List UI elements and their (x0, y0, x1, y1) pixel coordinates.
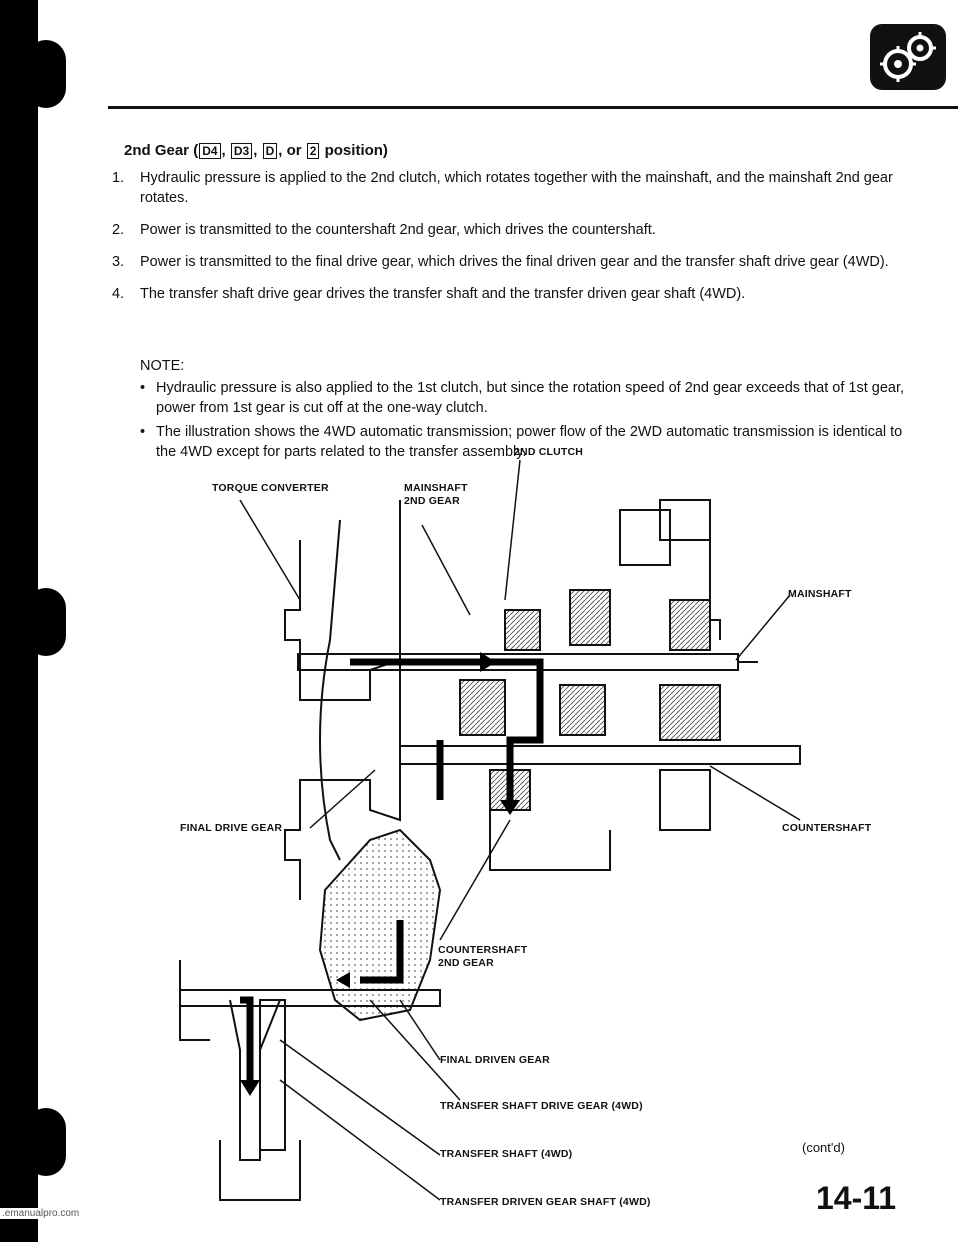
page-number: 14-11 (816, 1180, 897, 1216)
transmission-section-icon (870, 24, 946, 90)
final-driven-gear-label: FINAL DRIVEN GEAR (440, 1054, 550, 1066)
header-rule (108, 106, 958, 109)
step-item: 2.Power is transmitted to the countersha… (112, 222, 656, 238)
2nd-clutch-label: 2ND CLUTCH (514, 446, 584, 458)
transfer-driven-gear-shaft-label: TRANSFER DRIVEN GEAR SHAFT (4WD) (440, 1196, 651, 1208)
position-d-badge: D (262, 143, 278, 159)
mainshaft-2nd-gear-label-line1: MAINSHAFT (404, 482, 468, 494)
transfer-shaft-drive-gear-label: TRANSFER SHAFT DRIVE GEAR (4WD) (440, 1100, 643, 1112)
mainshaft-2nd-gear-label-line2: 2ND GEAR (404, 495, 460, 507)
position-2-badge: 2 (306, 143, 320, 159)
step-item: 4.The transfer shaft drive gear drives t… (112, 286, 746, 302)
note-item: Hydraulic pressure is also applied to th… (140, 378, 910, 418)
continued-label: (cont'd) (802, 1140, 845, 1155)
power-flow-arrows (240, 658, 544, 1080)
steps-list: 1.Hydraulic pressure is applied to the 2… (112, 168, 907, 316)
binder-hole (26, 588, 66, 656)
heading-or: or (286, 142, 302, 159)
step-item: 3.Power is transmitted to the final driv… (112, 254, 889, 270)
leader-lines (239, 459, 801, 1201)
torque-converter-label: TORQUE CONVERTER (212, 482, 329, 494)
final-drive-gear-label: FINAL DRIVE GEAR (180, 822, 283, 834)
binder-hole (26, 40, 66, 108)
note-item: The illustration shows the 4WD automatic… (140, 422, 910, 462)
final-drive-shape (318, 828, 442, 1022)
countershaft-2nd-gear-label-line2: 2ND GEAR (438, 957, 494, 969)
mainshaft-label: MAINSHAFT (788, 588, 852, 600)
binder-hole (26, 1108, 66, 1176)
note-block: NOTE: Hydraulic pressure is also applied… (140, 356, 910, 466)
heading-suffix: position) (324, 142, 388, 159)
position-d3-badge: D3 (230, 143, 253, 159)
transfer-shaft-label: TRANSFER SHAFT (4WD) (440, 1148, 573, 1160)
heading-prefix: 2nd Gear ( (124, 142, 199, 159)
note-title: NOTE: (140, 358, 185, 374)
countershaft-shape (399, 745, 801, 765)
countershaft-2nd-gear-label-line1: COUNTERSHAFT (438, 944, 528, 956)
source-url: .emanualpro.com (0, 1208, 82, 1219)
transmission-cross-section (179, 459, 801, 1201)
step-item: 1.Hydraulic pressure is applied to the 2… (112, 170, 893, 206)
position-d4-badge: D4 (199, 143, 221, 159)
power-flow-diagram: TORQUE CONVERTER 2ND CLUTCH MAINSHAFT 2N… (100, 440, 871, 1240)
countershaft-label: COUNTERSHAFT (782, 822, 872, 834)
section-heading: 2nd Gear (D4, D3, D, or 2 position) (124, 142, 388, 159)
arrow-heads (240, 652, 520, 1096)
torque-converter-shape (284, 540, 401, 900)
